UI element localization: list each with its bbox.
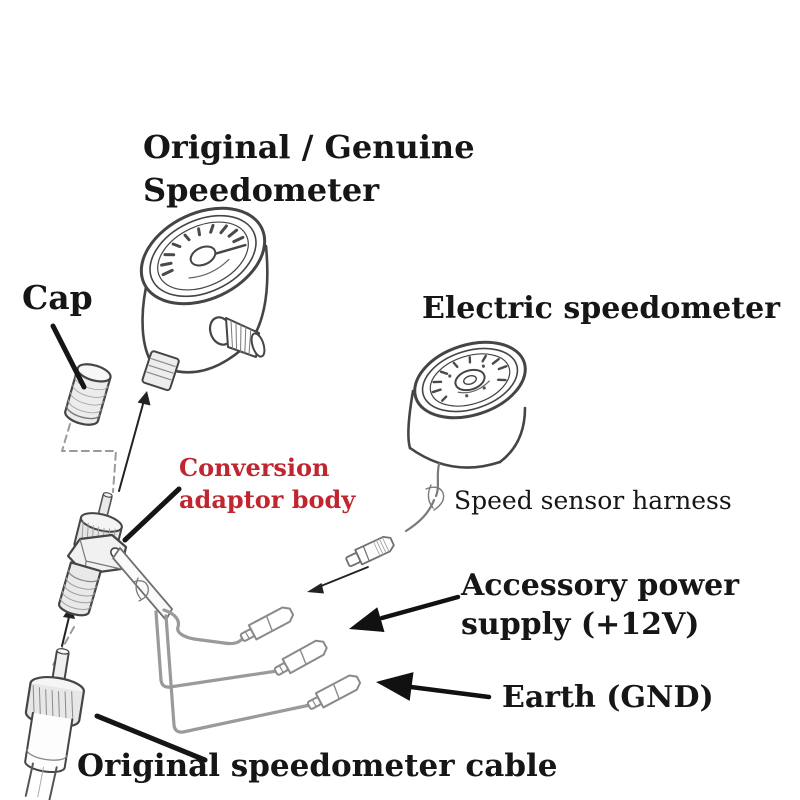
dial-tick-marks xyxy=(160,223,245,277)
cable-barrel xyxy=(24,711,74,774)
label-conversion-adaptor: Conversion adaptor body xyxy=(179,452,355,516)
speed-sensor-wire-drawing xyxy=(307,462,445,594)
cap-pointer-line xyxy=(50,323,87,390)
original-speedometer-drawing xyxy=(139,206,269,392)
signal-bullet-terminal xyxy=(239,606,295,642)
cable-to-adaptor-arrow-shaft xyxy=(61,616,70,647)
accessory-power-line-1: Accessory power xyxy=(461,568,740,603)
cable-lower-sheath xyxy=(24,762,58,800)
rod-tie xyxy=(132,580,149,602)
conversion-adaptor-drawing xyxy=(57,492,173,621)
label-speed-sensor-harness: Speed sensor harness xyxy=(454,486,732,515)
cap-axis-dashed-line xyxy=(61,423,117,493)
accessory-power-line-2: supply (+12V) xyxy=(461,607,700,642)
dial-needle xyxy=(213,243,247,256)
label-pointer-lines xyxy=(50,323,208,763)
sensor-connect-arrow-head xyxy=(307,583,324,594)
earth-arrow-head xyxy=(376,672,414,701)
electric-dial-face xyxy=(413,340,527,420)
adaptor-pointer-line xyxy=(122,486,182,543)
adaptor-to-speedometer-arrow-shaft xyxy=(118,403,144,492)
earth-arrow xyxy=(376,672,492,701)
electric-dial-ticks xyxy=(431,354,508,402)
original-cable-drawing xyxy=(24,648,85,800)
adaptor-to-speedometer-arrow-head xyxy=(137,391,151,406)
electric-speedometer-drawing xyxy=(407,340,527,469)
conversion-adaptor-line-2: adaptor body xyxy=(179,485,356,514)
adaptor-thread-stub xyxy=(57,561,102,617)
gauge-body-left xyxy=(141,285,152,362)
accessory-power-arrow xyxy=(349,594,461,632)
earth-lead-wire xyxy=(164,614,312,734)
label-electric-speedometer: Electric speedometer xyxy=(422,291,780,326)
odometer-arc xyxy=(188,258,230,279)
harness-tie xyxy=(425,486,445,511)
speedometer-knob xyxy=(208,316,266,358)
sensor-connect-arrow-shaft xyxy=(320,566,369,587)
conversion-adaptor-line-1: Conversion xyxy=(179,453,330,482)
harness-wires-drawing xyxy=(154,606,362,734)
electric-dial-hub xyxy=(454,368,486,392)
speedometer-thread-stub xyxy=(141,350,180,392)
accessory-arrow-head xyxy=(349,607,385,632)
earth-bullet-terminal xyxy=(306,674,362,710)
label-accessory-power: Accessory power supply (+12V) xyxy=(461,566,739,644)
sensor-bullet-connector xyxy=(345,535,395,568)
title-line-1: Original / Genuine xyxy=(143,128,475,166)
label-earth: Earth (GND) xyxy=(502,680,714,715)
cable-pointer-line xyxy=(94,713,208,763)
cap-drawing xyxy=(64,363,112,426)
label-cap: Cap xyxy=(22,278,93,317)
label-original-cable: Original speedometer cable xyxy=(77,748,558,784)
title-line-2: Speedometer xyxy=(143,171,380,209)
dial-hub xyxy=(189,245,217,267)
speedometer-dial-face xyxy=(139,206,267,306)
power-bullet-terminal xyxy=(273,639,328,676)
label-title: Original / Genuine Speedometer xyxy=(143,126,475,212)
signal-lead-wire xyxy=(162,608,243,646)
